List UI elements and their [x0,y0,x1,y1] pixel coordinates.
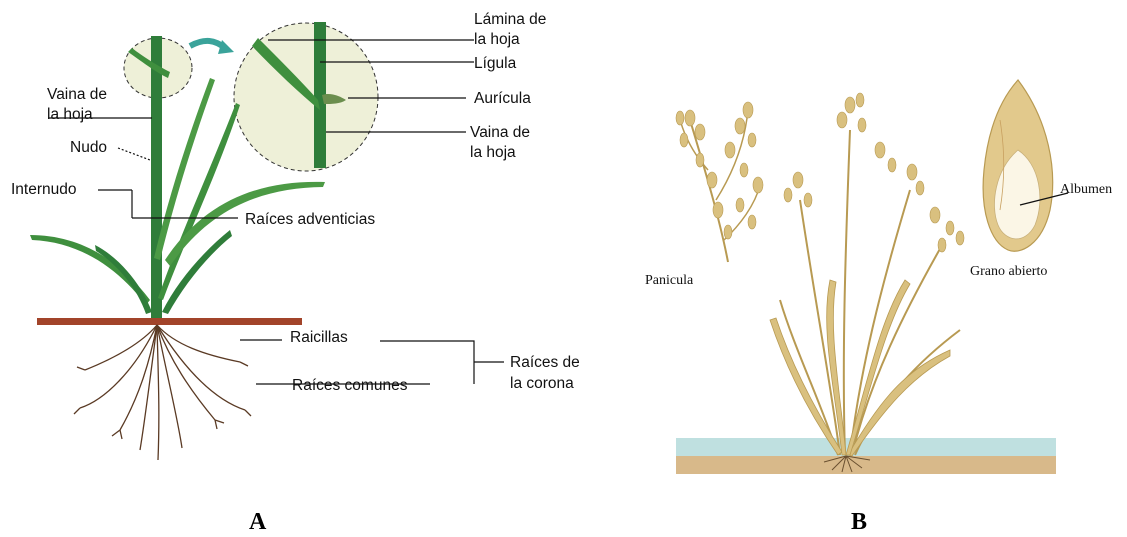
label-corona-line2: la corona [510,375,574,392]
soil-band [676,456,1056,474]
zoom-arrow [190,41,225,48]
panel-b: Panicula Albumen Grano abierto B [645,80,1112,535]
label-auricula: Aurícula [474,90,531,107]
label-corona-line1: Raíces de [510,354,580,371]
roots [74,325,251,460]
label-vaina-line1: Vaina de [47,86,107,103]
panicula-illustration [676,102,763,262]
main-stem [151,36,162,318]
label-albumen: Albumen [1060,182,1112,197]
label-vaina-zoom-line1: Vaina de [470,124,530,141]
label-raices-adventicias: Raíces adventicias [245,211,375,228]
label-panicula: Panicula [645,273,694,288]
leaf-4 [30,235,150,305]
label-grano-abierto: Grano abierto [970,264,1047,279]
grano-abierto-illustration [983,80,1053,251]
label-raicillas: Raicillas [290,329,348,346]
rice-plant-illustration [770,93,964,472]
label-ligula: Lígula [474,55,517,72]
panel-b-letter: B [851,509,867,535]
label-nudo: Nudo [70,139,107,156]
label-lamina-line2: la hoja [474,31,520,48]
leader-nudo [118,148,150,160]
label-vaina-zoom-line2: la hoja [470,144,516,161]
water-band [676,438,1056,456]
label-lamina-line1: Lámina de [474,11,546,28]
panel-a: Lámina de la hoja Lígula Aurícula Vaina … [11,11,580,535]
label-raices-comunes: Raíces comunes [292,377,408,394]
panel-a-letter: A [249,509,267,535]
label-internudo: Internudo [11,181,77,198]
soil-line [37,318,302,325]
label-vaina-line2: la hoja [47,106,93,123]
